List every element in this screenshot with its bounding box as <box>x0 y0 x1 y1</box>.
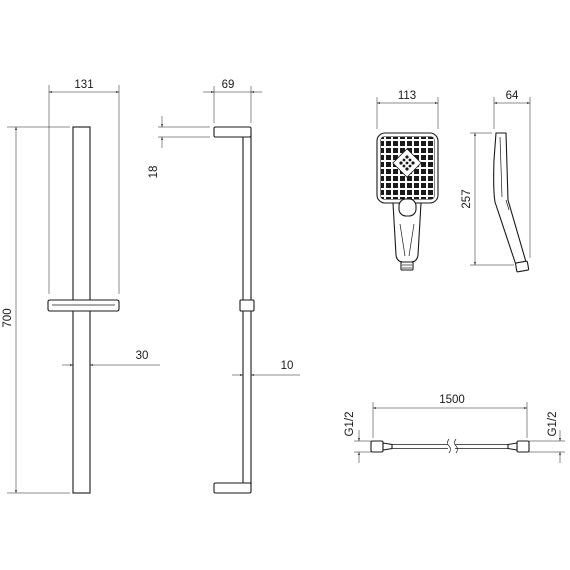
side-connector <box>515 260 530 273</box>
dim-label-bar-diameter: 30 <box>136 350 149 362</box>
shower-hose <box>370 438 530 454</box>
dim-label-bracket-depth: 69 <box>222 79 235 91</box>
dim-label-head-depth: 64 <box>506 90 519 102</box>
dim-label-head-width: 113 <box>398 90 416 102</box>
dimension-thread-right: G1/2 <box>529 412 565 463</box>
handle-connector <box>400 261 414 271</box>
slider-bracket <box>47 299 120 312</box>
dim-label-thread-left: G1/2 <box>344 412 356 437</box>
spray-center-diamond <box>392 148 422 178</box>
hose-left-nut <box>370 440 384 453</box>
dimension-bar-diameter: 30 <box>62 350 160 372</box>
hand-shower-side-view <box>493 132 530 273</box>
slide-bar-side-view <box>213 126 255 494</box>
dimension-bracket-depth: 69 <box>203 79 262 123</box>
dimension-bracket-thickness: 18 <box>148 116 210 178</box>
rail-bottom-bracket <box>213 482 252 494</box>
dim-label-bracket-thickness: 18 <box>148 166 160 179</box>
handle-edge-right <box>408 223 415 257</box>
hose-break-mark <box>447 438 458 454</box>
dim-label-rail-offset: 10 <box>281 360 294 372</box>
hose-left-ferrule <box>382 442 393 451</box>
shower-head-side-profile <box>493 132 527 266</box>
side-inner-edge <box>499 136 503 198</box>
rail-slider <box>239 299 255 312</box>
dimension-head-width: 113 <box>376 90 439 129</box>
dimension-thread-left: G1/2 <box>344 412 371 463</box>
dim-label-bar-height: 700 <box>2 308 14 327</box>
dimension-bar-height: 700 <box>2 126 70 494</box>
side-button-line <box>505 199 510 211</box>
slide-bar-front-view <box>47 126 120 494</box>
hose-right-ferrule <box>507 442 518 451</box>
rail-top-bracket <box>213 126 252 138</box>
dim-label-head-length: 257 <box>461 189 473 208</box>
dimension-head-depth: 64 <box>493 90 531 258</box>
handle-edge-left <box>399 223 406 257</box>
dim-label-hose-length: 1500 <box>439 394 465 406</box>
dimension-rail-offset: 10 <box>232 360 300 382</box>
hose-right-nut <box>516 440 530 453</box>
hand-shower-front-view <box>376 132 439 271</box>
dim-label-bar-width: 131 <box>74 79 93 91</box>
dim-label-thread-right: G1/2 <box>547 412 559 437</box>
dimension-bar-width: 131 <box>48 79 120 294</box>
spray-mode-button <box>398 198 417 217</box>
dimension-head-length: 257 <box>461 132 514 266</box>
dimension-hose-length: 1500 <box>372 394 528 438</box>
